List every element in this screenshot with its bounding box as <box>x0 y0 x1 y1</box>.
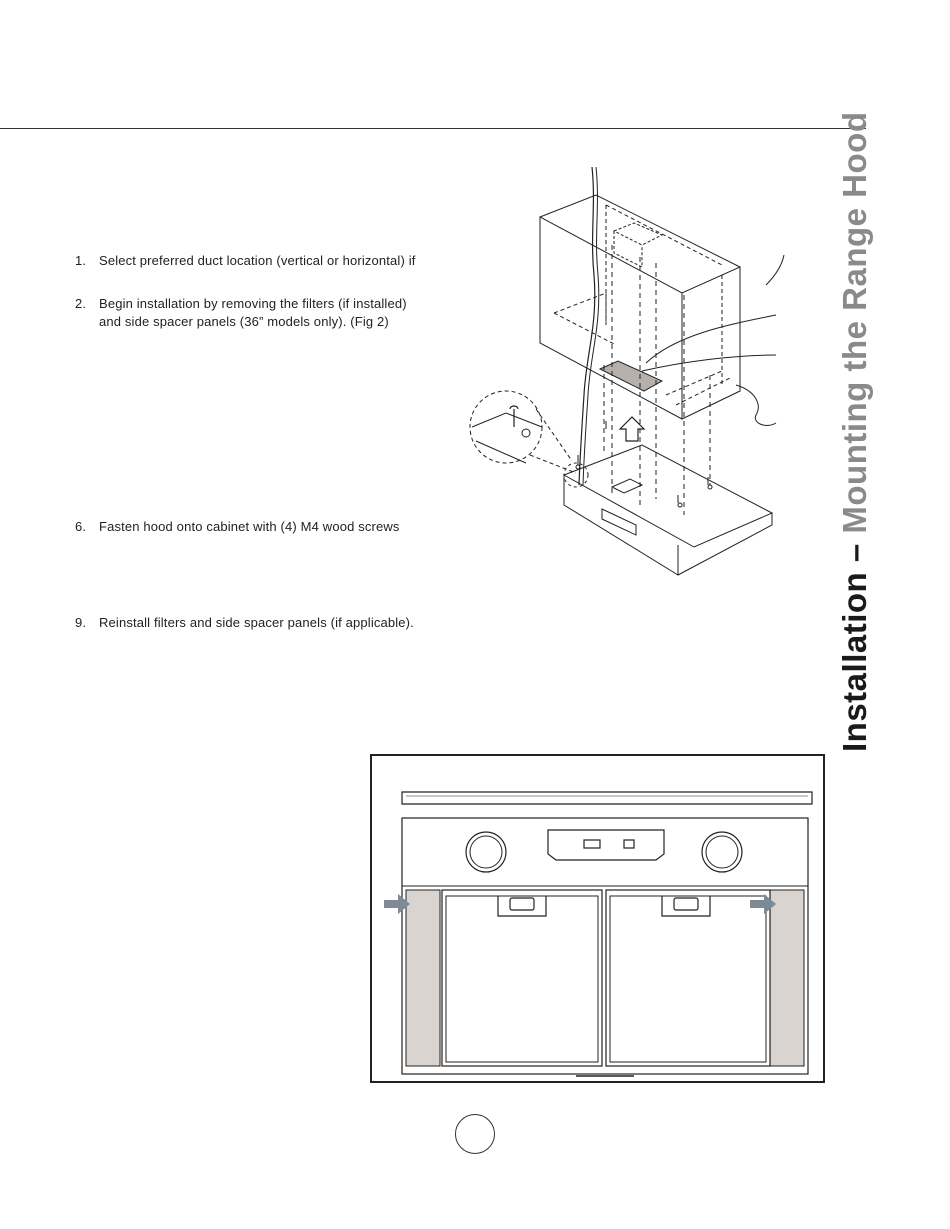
step-1: 1. Select preferred duct location (verti… <box>75 252 416 270</box>
hood-front-view <box>384 791 813 1077</box>
right-spacer-panel <box>769 889 805 1067</box>
step-number: 6. <box>75 519 87 534</box>
step-text: Reinstall filters and side spacer panels… <box>99 615 414 630</box>
right-knob <box>701 831 743 873</box>
section-title-main: Installation <box>836 571 873 752</box>
right-filter <box>605 889 771 1067</box>
lift-arrow-icon <box>618 416 646 442</box>
installation-diagram <box>469 166 785 576</box>
step-6: 6. Fasten hood onto cabinet with (4) M4 … <box>75 518 400 536</box>
hood-body <box>401 817 809 1075</box>
left-filter <box>441 889 603 1067</box>
left-knob <box>465 831 507 873</box>
section-title-dash: – <box>836 533 873 572</box>
step-2: 2. Begin installation by removing the fi… <box>75 295 407 331</box>
power-cable-edge <box>582 166 600 486</box>
step-text: Fasten hood onto cabinet with (4) M4 woo… <box>99 519 400 534</box>
front-view-figure <box>370 754 825 1083</box>
step-9: 9. Reinstall filters and side spacer pan… <box>75 614 414 632</box>
step-number: 9. <box>75 615 87 630</box>
step-text: and side spacer panels (36” models only)… <box>99 314 389 329</box>
guide-lines <box>603 245 711 515</box>
range-hood <box>562 421 774 576</box>
detail-callout <box>469 390 589 488</box>
step-text: Select preferred duct location (vertical… <box>99 253 416 268</box>
step-text: Begin installation by removing the filte… <box>99 296 407 311</box>
header-rule <box>0 128 866 129</box>
callout-line <box>641 354 777 372</box>
control-panel <box>547 829 665 861</box>
duct-tape-patch <box>598 360 664 392</box>
power-cable <box>578 166 596 486</box>
step-number: 1. <box>75 253 87 268</box>
page-number-circle <box>455 1114 495 1154</box>
callout-line <box>735 384 777 426</box>
callout-line <box>645 314 777 364</box>
left-arrow-icon <box>384 894 410 914</box>
top-trim <box>401 791 813 805</box>
upper-cabinet <box>538 194 742 420</box>
step-number: 2. <box>75 296 87 311</box>
section-title-sub: Mounting the Range Hood <box>836 111 873 534</box>
left-spacer-panel <box>405 889 441 1067</box>
callout-line <box>765 254 785 286</box>
right-arrow-icon <box>750 894 776 914</box>
